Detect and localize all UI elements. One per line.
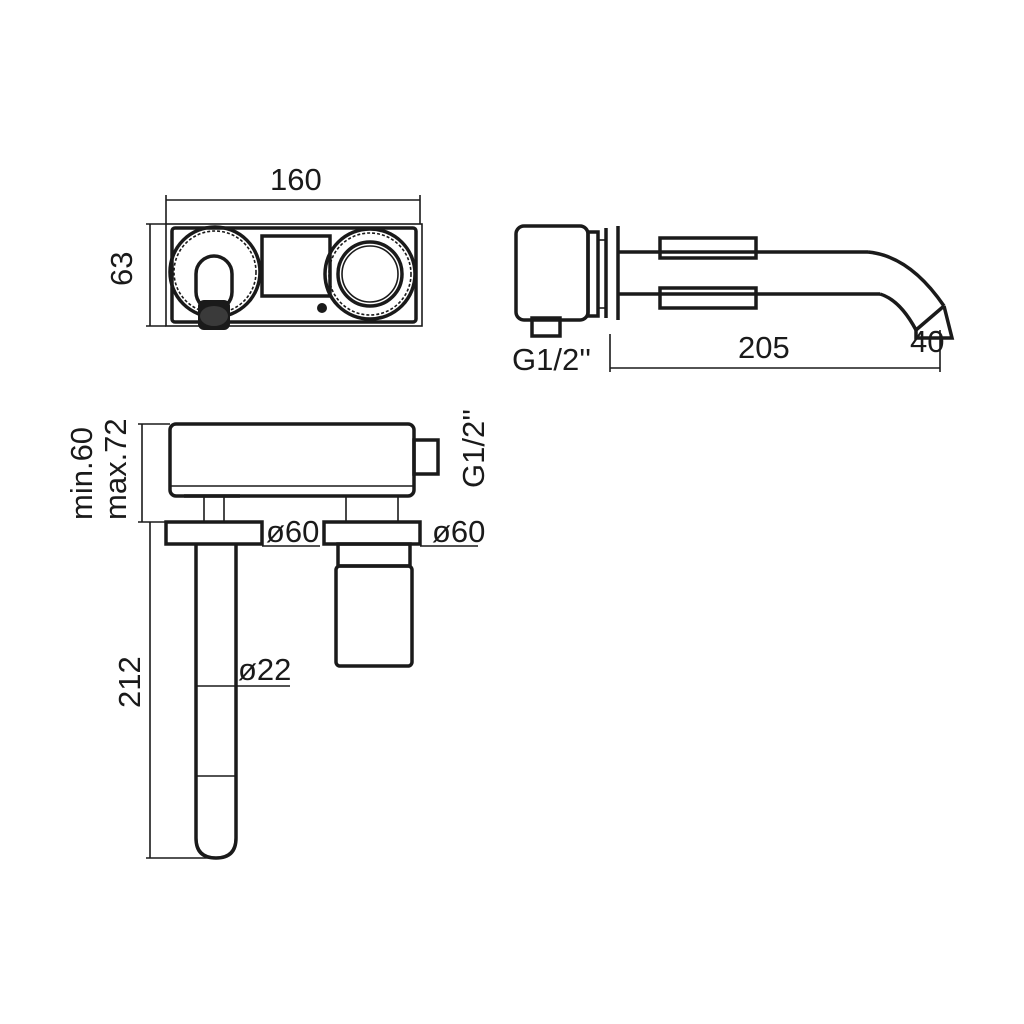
front-dimension-lines <box>146 195 421 327</box>
top-dimension-lines <box>138 423 478 859</box>
top-thread-label: G1/2'' <box>456 409 491 488</box>
spout-dia-label: ø22 <box>238 652 291 687</box>
spout-length-label: 212 <box>112 656 147 708</box>
side-thread-label: G1/2'' <box>512 342 591 377</box>
side-view <box>514 224 955 340</box>
side-outlet-label: 40 <box>910 324 944 359</box>
front-width-label: 160 <box>270 162 322 197</box>
side-length-label: 205 <box>738 330 790 365</box>
top-min-label: min.60 <box>64 427 99 520</box>
top-view <box>164 422 440 860</box>
top-dia-right-label: ø60 <box>432 514 485 549</box>
front-height-label: 63 <box>104 252 139 286</box>
top-dia-left-label: ø60 <box>266 514 319 549</box>
front-view <box>165 223 423 330</box>
side-dimension-lines <box>609 330 941 372</box>
top-max-label: max.72 <box>98 418 133 520</box>
